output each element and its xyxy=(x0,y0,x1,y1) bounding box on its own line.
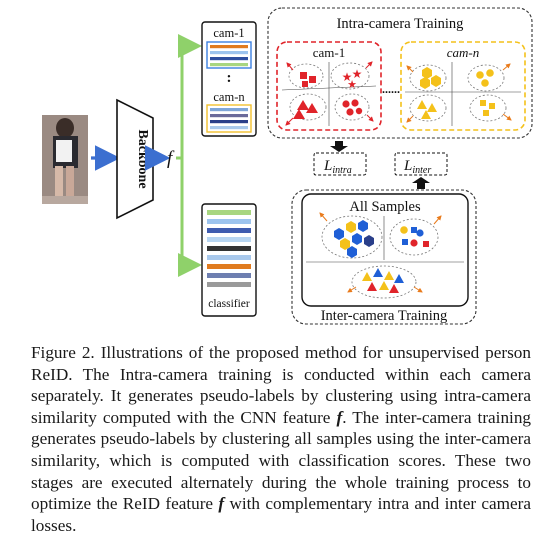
cam-bottom-label: cam-n xyxy=(213,90,245,104)
intra-ellipsis: ...... xyxy=(382,82,400,96)
caption-feature-1: f xyxy=(336,407,343,427)
caption-part-2: . The inter-camera training generates ps… xyxy=(31,407,532,514)
cam-top-label: cam-1 xyxy=(213,26,244,40)
inter-loss-arrow xyxy=(412,177,430,189)
caption-part-3: with complementary intra and inter camer… xyxy=(31,494,532,535)
intra-cam1-label: cam-1 xyxy=(313,45,345,60)
classifier-label: classifier xyxy=(208,298,250,310)
cam-dots: : xyxy=(227,70,232,86)
inter-loss-subscript: inter xyxy=(412,165,431,176)
backbone-block: Backbone xyxy=(116,98,154,220)
caption-feature-2: f xyxy=(218,494,225,514)
intra-camn-cluster-box: cam-n xyxy=(400,41,526,131)
intra-loss-arrow xyxy=(330,141,348,152)
svg-text:★: ★ xyxy=(342,70,353,84)
intra-title: Intra-camera Training xyxy=(337,16,464,32)
svg-text:★: ★ xyxy=(352,67,363,81)
feature-symbol: f xyxy=(167,148,175,169)
classifier-box: classifier xyxy=(201,203,257,317)
inter-loss-box: Linter xyxy=(394,152,448,176)
feature-branch xyxy=(176,34,202,277)
intra-loss-subscript: intra xyxy=(332,165,351,176)
method-diagram: Backbone f cam-1 : cam-n xyxy=(42,7,533,325)
all-samples-label: All Samples xyxy=(349,199,421,215)
inter-camera-panel: All Samples Inter-camera Trainin xyxy=(291,189,477,325)
svg-text:Lintra: Lintra xyxy=(323,158,352,176)
intra-loss-symbol: L xyxy=(323,158,332,174)
inter-title: Inter-camera Training xyxy=(321,308,448,324)
caption-part-1: Figure 2. Illustrations of the proposed … xyxy=(31,343,531,427)
intra-loss-box: Lintra xyxy=(313,152,367,176)
intra-cam1-cluster-box: cam-1 ★ ★ ★ xyxy=(276,41,382,131)
svg-text:★: ★ xyxy=(347,79,357,91)
svg-text:Linter: Linter xyxy=(403,158,431,176)
camera-memory-box: cam-1 : cam-n xyxy=(201,21,257,137)
backbone-label: Backbone xyxy=(135,129,150,188)
figure-caption: Figure 2. Illustrations of the proposed … xyxy=(31,342,531,536)
person-image xyxy=(42,115,88,204)
intra-camera-panel: Intra-camera Training cam-1 ★ ★ ★ xyxy=(267,7,533,139)
intra-camn-label: cam-n xyxy=(447,45,480,60)
inter-loss-symbol: L xyxy=(403,158,412,174)
